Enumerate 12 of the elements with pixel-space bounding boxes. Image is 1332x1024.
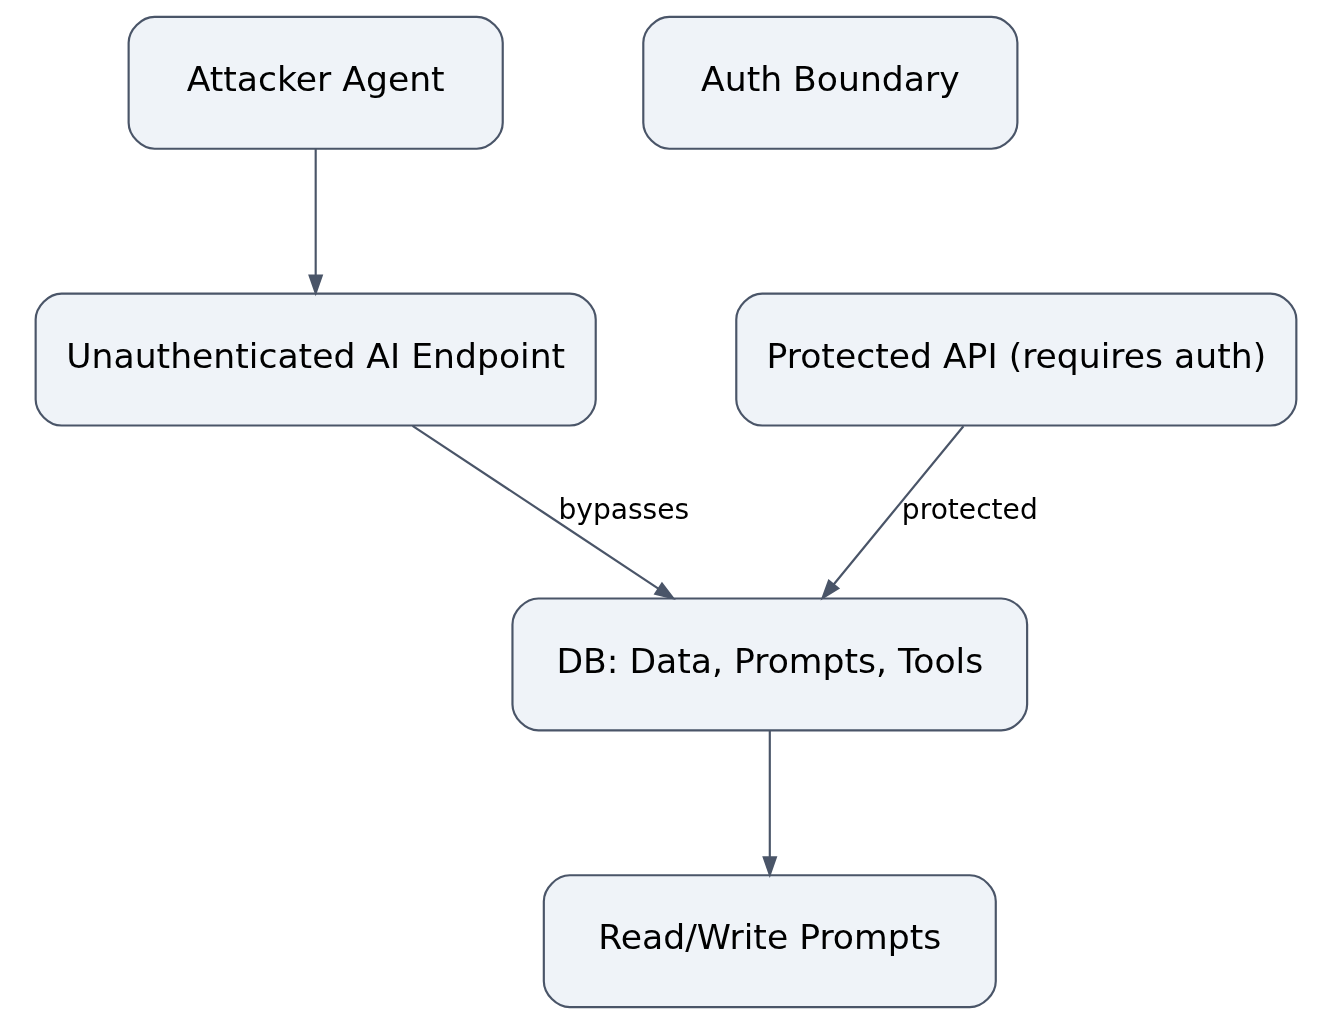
node-box: Read/Write Prompts bbox=[542, 874, 997, 1009]
node-box: Unauthenticated AI Endpoint bbox=[34, 292, 597, 427]
arrow bbox=[820, 425, 965, 601]
node-box: Attacker Agent bbox=[127, 15, 504, 150]
arrow bbox=[411, 424, 676, 601]
edge-label: protected bbox=[901, 493, 1038, 527]
arrow bbox=[762, 730, 778, 878]
node-box: DB: Data, Prompts, Tools bbox=[511, 597, 1029, 732]
arrow bbox=[308, 148, 324, 297]
edge-label: bypasses bbox=[558, 493, 690, 527]
node-box: Auth Boundary bbox=[642, 15, 1019, 150]
node-box: Protected API (requires auth) bbox=[735, 292, 1298, 427]
